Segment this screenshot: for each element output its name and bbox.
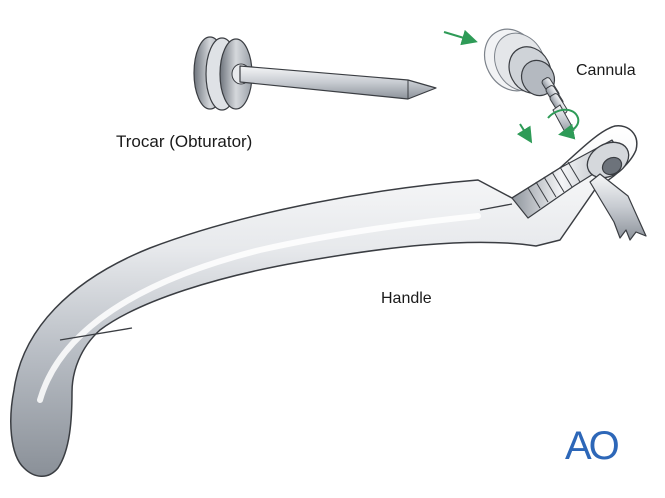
trocar-label: Trocar (Obturator) bbox=[116, 132, 253, 151]
ao-logo: AO bbox=[565, 424, 620, 468]
trocar-icon bbox=[193, 36, 437, 111]
handle-label: Handle bbox=[381, 290, 432, 307]
handle-icon bbox=[10, 125, 647, 477]
cannula-label: Cannula bbox=[576, 62, 636, 79]
arrow-icon bbox=[443, 29, 533, 144]
rotation-arrow-icon bbox=[547, 108, 580, 140]
cannula-icon bbox=[483, 28, 575, 135]
